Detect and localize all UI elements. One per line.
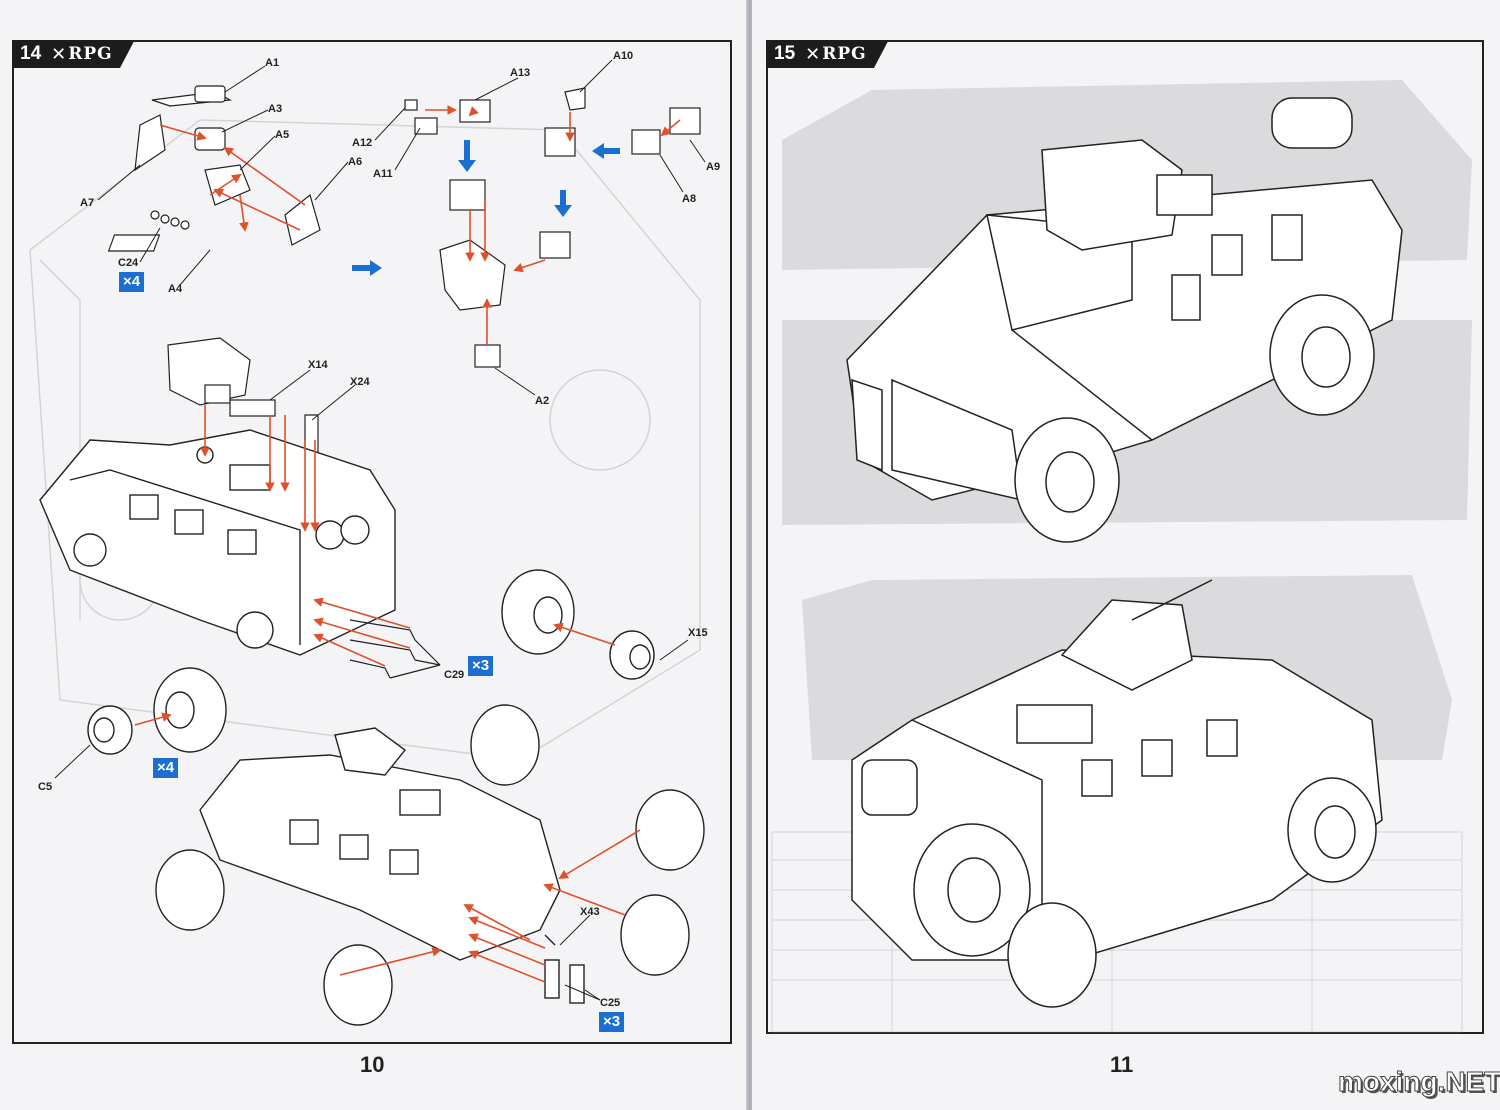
direction-arrows [352,140,620,276]
label-a5: A5 [275,129,289,141]
qty-badge-c5: ×4 [153,758,179,778]
label-a7: A7 [80,197,94,209]
step-15-header: 15 ✕ RPG [766,40,889,68]
step-15-completed-vehicle-views [771,80,1472,1033]
step-14-assembly-diagram: A1 A3 A5 A6 A7 A12 A11 A13 A10 A9 A8 A4 … [29,50,720,1026]
assembly-arrows [134,105,681,983]
qty-badge-c25: ×3 [599,1012,625,1032]
vehicle-front-view [846,97,1403,543]
label-a11: A11 [373,168,393,180]
label-a6: A6 [348,156,362,168]
label-c5: C5 [38,781,52,793]
gun-assembly-part [107,85,321,252]
label-a9: A9 [706,161,720,173]
label-a2: A2 [535,395,549,407]
step-number: 14 [20,43,42,64]
sight-parts [404,87,701,368]
wheel-c5 [87,667,227,755]
label-c24: C24 [118,257,139,269]
wheel-x15 [501,569,655,680]
brand-name: RPG [68,44,113,64]
turret-subassembly [167,337,319,541]
brand-logo-icon: ✕ [51,43,67,64]
brand-name: RPG [822,44,867,64]
label-c25: C25 [600,997,620,1009]
label-a10: A10 [613,50,633,62]
step-number: 15 [774,43,796,64]
qty-badge-c24: ×4 [119,272,145,292]
label-a8: A8 [682,193,696,205]
label-a12: A12 [352,137,372,149]
label-a13: A13 [510,67,530,79]
leader-lines [54,59,706,1001]
right-page: 15 ✕ RPG [752,0,1500,1110]
page-number-right: 11 [1110,1052,1134,1077]
watermark-text: moxing.NET [1337,1066,1500,1098]
qty-badge-c29: ×3 [468,656,494,676]
book-spine [746,0,754,1110]
vehicle-hull-upper [39,429,396,656]
vehicle-rear-view [851,579,1383,1008]
label-x14: X14 [308,359,328,371]
brand-logo-icon: ✕ [805,43,821,64]
left-page: 14 ✕ RPG [0,0,748,1110]
label-a4: A4 [168,283,183,295]
label-a1: A1 [265,57,279,69]
label-a3: A3 [268,103,282,115]
page-number-left: 10 [360,1052,385,1077]
c29-handles [349,619,441,679]
label-x15: X15 [688,627,708,639]
label-x24: X24 [350,376,370,388]
label-c29: C29 [444,669,464,681]
step-15-frame [766,40,1484,1034]
step-14-frame [12,40,732,1044]
vehicle-final-assembly [155,704,705,1026]
step-14-header: 14 ✕ RPG [12,40,135,68]
label-x43: X43 [580,906,600,918]
